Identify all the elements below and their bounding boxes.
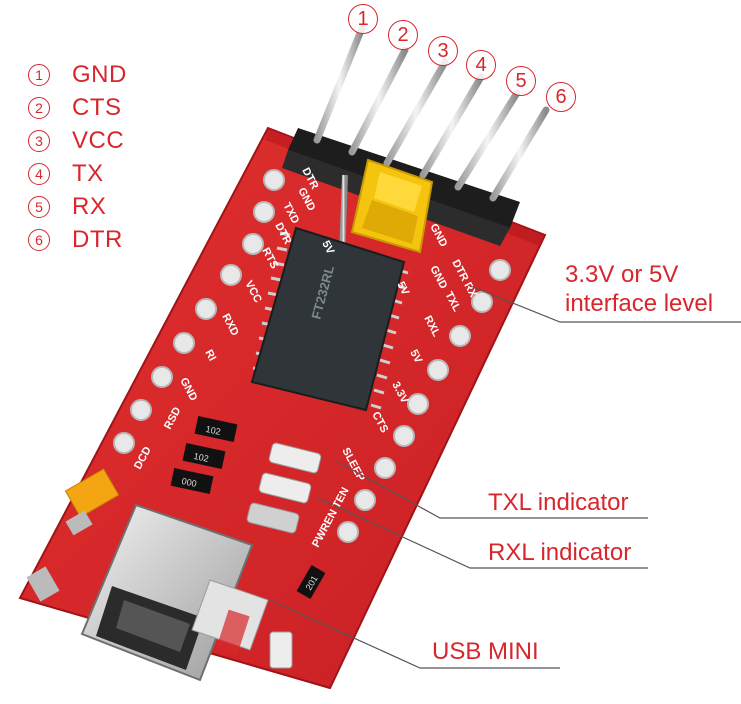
silk-right-5v: 5V [407,348,424,366]
voltage-jumper [339,158,434,259]
legend-number: 1 [28,63,50,86]
silk-left-ri: RI [202,348,218,363]
legend-row: 1 GND [28,58,127,91]
silk-jumper-5v-a: 5V [319,239,336,257]
capacitor [26,468,120,602]
legend-number: 3 [28,129,50,152]
pin-number-1: 1 [348,4,378,34]
legend-number: 5 [28,195,50,218]
legend-label: VCC [72,126,125,154]
led-indicators [246,442,322,669]
resistor-label-3: 000 [181,476,198,489]
pin-number-6: 6 [546,82,576,112]
legend-label: CTS [72,93,122,121]
pin-number-3: 3 [428,36,458,66]
pinout-legend: 1 GND 2 CTS 3 VCC 4 TX 5 RX 6 DTR [28,58,127,256]
interface-level-callout: 3.3V or 5V interface level [565,260,713,318]
resistor-label-2: 102 [193,451,210,464]
legend-number: 6 [28,228,50,251]
legend-row: 3 VCC [28,124,127,157]
interface-level-line1: 3.3V or 5V [565,261,679,288]
callout-lines [269,284,741,669]
legend-label: TX [72,159,104,187]
usb-mini-connector [80,503,269,682]
silk-jumper-5v-b: 5V [394,280,411,298]
right-pin-holes [337,259,511,543]
legend-row: 6 DTR [28,223,127,256]
legend-label: DTR [72,225,123,253]
legend-number: 2 [28,96,50,119]
usb-mini-callout: USB MINI [432,638,539,665]
header-pins [313,24,550,202]
legend-label: RX [72,192,107,220]
pin-number-5: 5 [506,66,536,96]
legend-label: GND [72,60,127,88]
txl-indicator-callout: TXL indicator [488,489,629,516]
legend-row: 4 TX [28,157,127,190]
legend-number: 4 [28,162,50,185]
pin-number-2: 2 [388,20,418,50]
resistors: 102 102 000 201 [170,416,326,599]
interface-level-line2: interface level [565,290,714,317]
resistor-label-1: 102 [205,424,222,437]
left-pin-holes [113,169,285,454]
rxl-indicator-callout: RXL indicator [488,539,632,566]
ft232-chip: FT232RL [250,226,409,412]
pin-number-4: 4 [466,50,496,80]
legend-row: 5 RX [28,190,127,223]
legend-row: 2 CTS [28,91,127,124]
